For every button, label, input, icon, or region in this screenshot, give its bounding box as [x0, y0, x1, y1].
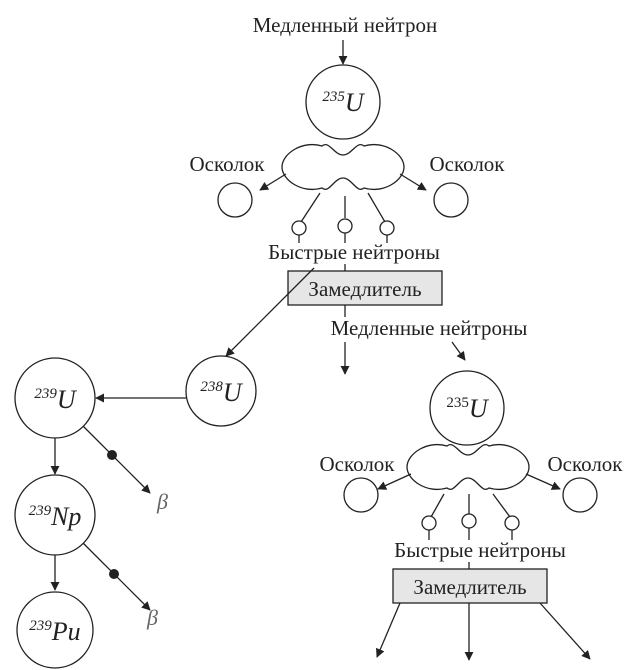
- fragment-left-label-top: Осколок: [189, 152, 265, 176]
- fast-neutrons-label-bottom: Быстрые нейтроны: [394, 538, 566, 562]
- fragment-right-top: [433, 182, 469, 218]
- nucleus-u238: [185, 355, 257, 427]
- beta-particle-1: [107, 450, 117, 460]
- fast-neutron-right-bottom: [504, 515, 520, 531]
- moderator-label-top: Замедлитель: [308, 277, 421, 301]
- beta-label-1: β: [156, 489, 168, 514]
- nucleus-u235-bottom: [429, 370, 505, 446]
- fragment-left-arrow-bottom: [377, 473, 412, 490]
- fast-neutrons-label-top: Быстрые нейтроны: [268, 240, 440, 264]
- nucleus-u238-label: 238U: [200, 378, 244, 407]
- beta-particle-2: [109, 569, 119, 579]
- fragment-right-label-top: Осколок: [429, 152, 505, 176]
- splitting-nucleus-bottom: [406, 443, 530, 491]
- nucleus-u235-top: [305, 64, 381, 140]
- nucleus-u235-bottom-label: 235U: [446, 394, 490, 423]
- fragment-right-arrow-bottom: [525, 473, 561, 490]
- fast-neutron-line-right-top: [367, 192, 386, 223]
- moderator-label-bottom: Замедлитель: [413, 575, 526, 599]
- nucleus-pu239-label: 239Pu: [29, 617, 80, 646]
- slow-neutrons-label: Медленные нейтроны: [331, 316, 528, 340]
- fast-neutron-left-bottom: [421, 515, 437, 531]
- fragment-right-bottom: [562, 477, 598, 513]
- beta-decay-arrow-1: [82, 425, 151, 494]
- fast-neutron-center-top: [337, 218, 353, 234]
- fast-neutron-line-right-bottom: [492, 493, 511, 518]
- nucleus-np239-label: 239Np: [29, 502, 82, 531]
- fast-neutron-line-left-bottom: [430, 493, 445, 518]
- fast-neutron-line-left-top: [300, 192, 321, 223]
- nucleus-u235-top-label: 235U: [322, 88, 366, 117]
- fragment-left-bottom: [343, 477, 379, 513]
- splitting-nucleus-top: [281, 143, 405, 191]
- slow-neutron-to-u235-arrow: [451, 341, 466, 361]
- output-arrow-left: [376, 602, 401, 658]
- fast-neutron-center-bottom: [461, 513, 477, 529]
- fragment-left-label-bottom: Осколок: [319, 452, 395, 476]
- moderator-box-bottom: [392, 568, 548, 604]
- fast-neutron-right-top: [379, 220, 395, 236]
- output-arrow-right: [539, 602, 591, 660]
- fast-neutron-to-u238-arrow: [225, 267, 315, 357]
- fragment-left-top: [217, 182, 253, 218]
- fragment-right-label-bottom: Осколок: [547, 452, 623, 476]
- nucleus-pu239: [16, 591, 94, 669]
- fragment-right-arrow-top: [399, 173, 427, 191]
- moderator-box-top: [287, 270, 443, 306]
- beta-label-2: β: [146, 605, 158, 630]
- fast-neutron-left-top: [291, 220, 307, 236]
- nucleus-u239-label: 239U: [34, 385, 78, 414]
- slow-neutron-label: Медленный нейтрон: [253, 13, 437, 37]
- fragment-left-arrow-top: [259, 173, 287, 191]
